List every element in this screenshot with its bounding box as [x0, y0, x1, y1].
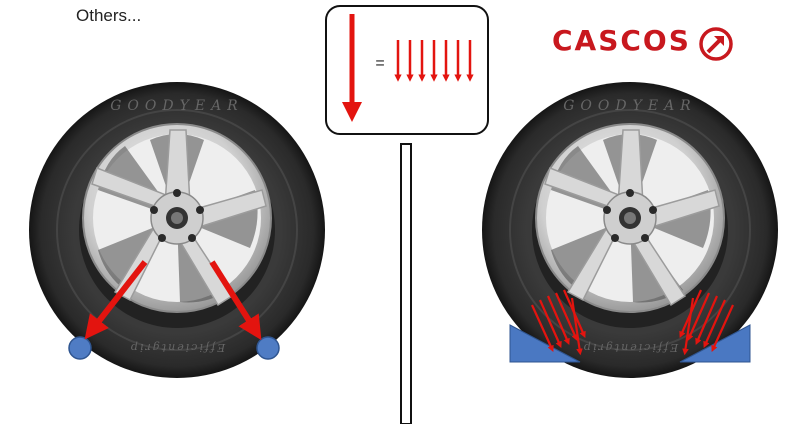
right-sidewall-brand: GOODYEAR — [563, 98, 696, 114]
equals-sign: = — [375, 55, 384, 72]
right-roller — [256, 336, 280, 360]
left-tire — [29, 82, 325, 378]
left-sidewall-brand: GOODYEAR — [110, 98, 243, 114]
force-arrow-right — [209, 260, 262, 341]
distributed-arrows-right — [679, 289, 735, 356]
right-sidewall-model: Efficientgrip — [582, 341, 679, 354]
force-arrow-left — [84, 260, 148, 340]
left-ramp — [509, 324, 581, 363]
legend-box: = — [325, 5, 489, 135]
others-label: Others... — [76, 6, 142, 25]
brand-name: CASCOS — [552, 24, 691, 57]
left-sidewall-model: Efficientgrip — [129, 341, 226, 354]
arrow-in-circle-icon — [699, 27, 733, 61]
divider-post — [400, 143, 412, 425]
distributed-arrows-left — [530, 289, 586, 356]
left-roller — [68, 336, 92, 360]
